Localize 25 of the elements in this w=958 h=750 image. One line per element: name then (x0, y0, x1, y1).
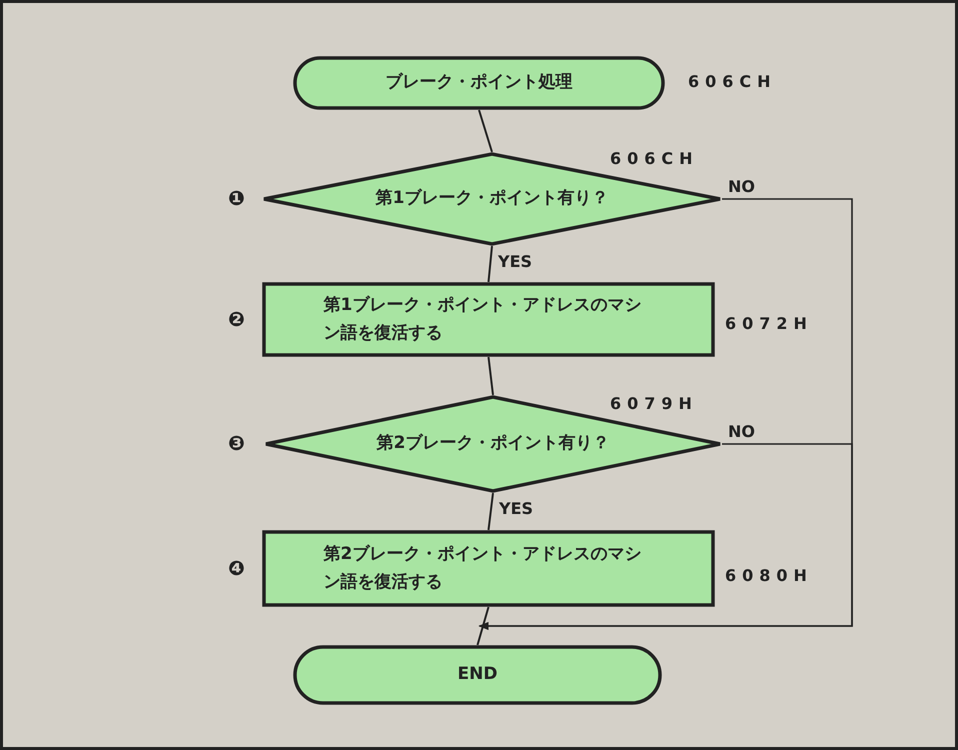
address-label: 606CH (688, 72, 777, 91)
connector-line (478, 110, 493, 152)
callout-number: ❹ (228, 556, 245, 580)
process-box (262, 530, 715, 607)
connector-line (488, 246, 493, 282)
node-text: ブレーク・ポイント処理 (386, 71, 572, 94)
process-box (262, 282, 715, 357)
address-label: 606CH (610, 149, 699, 168)
callout-number: ❸ (228, 431, 245, 455)
address-label: 6072H (725, 314, 813, 333)
arrow (478, 443, 853, 630)
address-label: 6079H (610, 394, 698, 413)
node-text: 第1ブレーク・ポイント有り？ (376, 187, 608, 210)
connector-line (476, 606, 490, 646)
node-text: END (458, 663, 498, 686)
connector-line (488, 356, 494, 396)
callout-number: ❷ (228, 306, 245, 330)
address-label: 6080H (725, 566, 813, 585)
decision-diamond (262, 152, 722, 246)
connector-line (488, 492, 494, 530)
node-text: 第2ブレーク・ポイント・アドレスのマシン語を復活する (324, 543, 642, 594)
decision-diamond (264, 395, 722, 493)
node-text: 第1ブレーク・ポイント・アドレスのマシン語を復活する (324, 294, 642, 344)
callout-number: ❶ (228, 186, 245, 210)
node-text: 第2ブレーク・ポイント有り？ (376, 432, 610, 456)
